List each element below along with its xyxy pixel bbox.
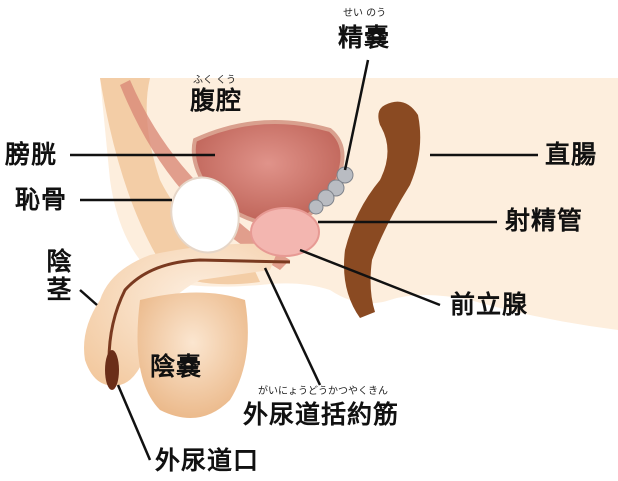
prostate-shape <box>250 207 320 257</box>
prostate-label: 前立腺 <box>450 290 529 319</box>
ejaculatory-duct-label: 射精管 <box>505 206 584 235</box>
pubic-bone-shape <box>170 176 240 254</box>
seminal-vesicle-label: 精嚢 <box>338 23 391 52</box>
penis-label: 陰茎 <box>43 248 72 304</box>
scrotum-shape <box>137 292 248 418</box>
glans-tip <box>105 350 119 390</box>
rectum-label: 直腸 <box>545 140 598 169</box>
pubic-bone-label: 恥骨 <box>15 185 68 214</box>
urethral-orifice-label: 外尿道口 <box>155 446 260 475</box>
urethra-shape <box>107 258 291 381</box>
seminal-vesicle-furigana: せい のう <box>343 8 387 19</box>
bladder-label: 膀胱 <box>5 140 58 169</box>
body-shading <box>100 78 260 285</box>
sphincter-label: 外尿道括約筋 <box>243 400 400 429</box>
penis-shape <box>84 243 280 386</box>
sphincter-furigana: がいにょうどうかつやくきん <box>258 386 388 397</box>
abdominal-cavity-furigana: ふく くう <box>193 75 236 86</box>
abdominal-cavity-label: 腹腔 <box>190 86 243 115</box>
seminal-vesicle-shape <box>308 166 354 215</box>
rectum-shape <box>344 101 421 319</box>
leader-lines <box>70 59 538 461</box>
scrotum-label: 陰嚢 <box>150 352 203 381</box>
